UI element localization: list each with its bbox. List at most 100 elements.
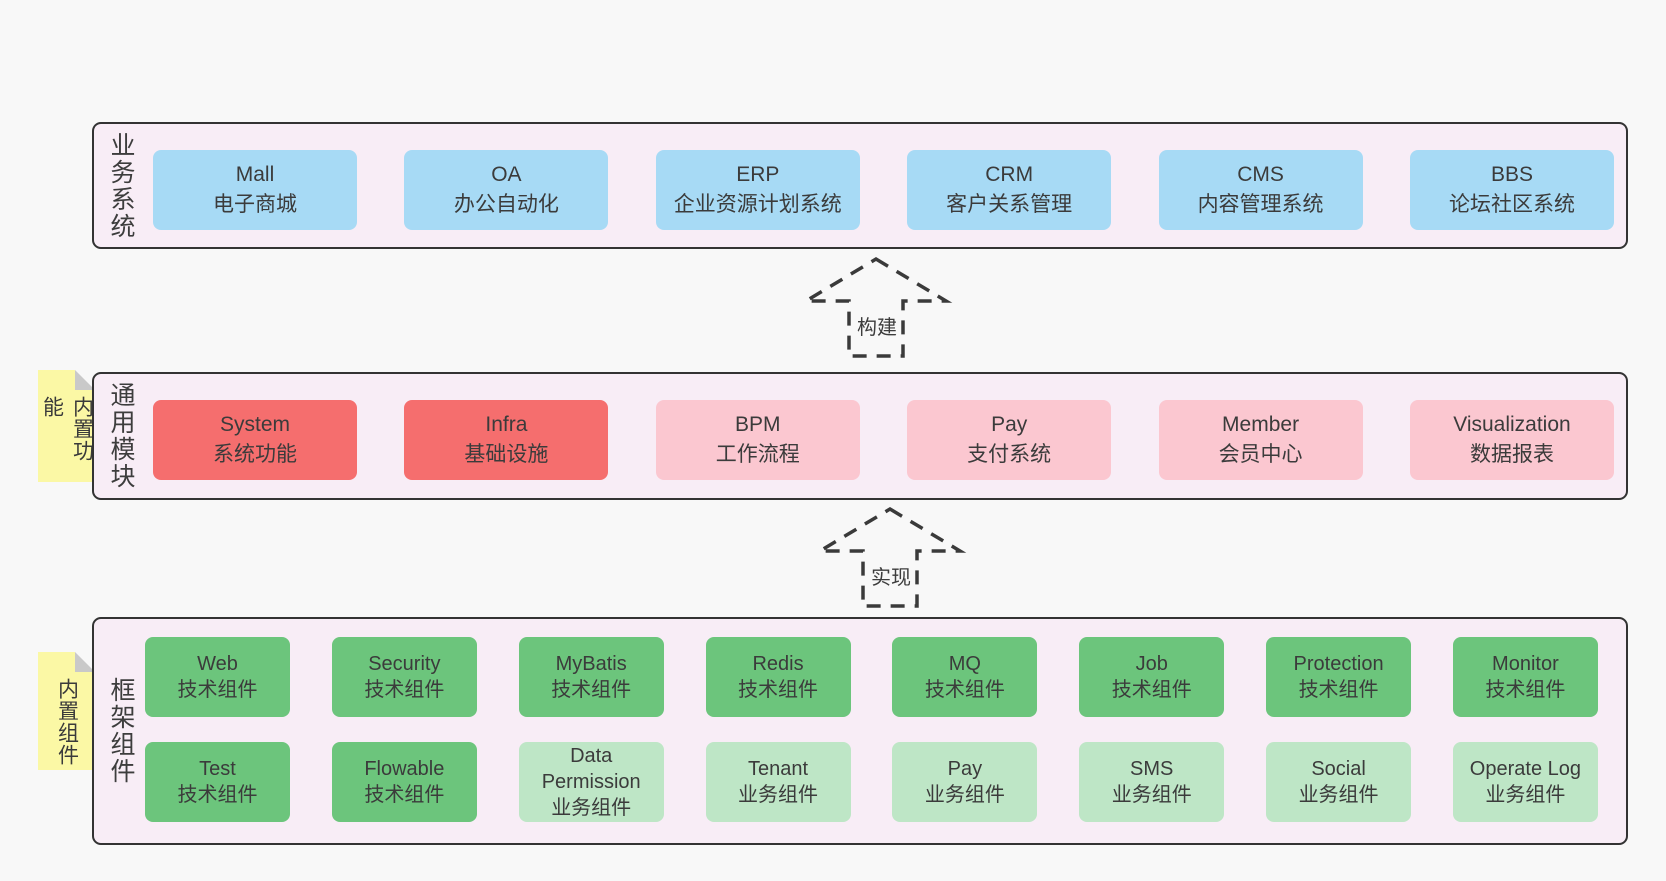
box-subtitle: 会员中心	[1218, 443, 1303, 466]
box-subtitle: 业务组件	[1485, 784, 1566, 806]
box-subtitle: 技术组件	[924, 679, 1005, 701]
box-subtitle: 内容管理系统	[1197, 193, 1324, 216]
framework-components-layer: 框架组件 Web 技术组件 Security 技术组件 MyBatis 技术组件…	[92, 617, 1628, 845]
box-title: MyBatis	[555, 653, 627, 675]
box-subtitle: 企业资源计划系统	[673, 193, 842, 216]
box-subtitle: 业务组件	[551, 797, 632, 819]
box-monitor: Monitor 技术组件	[1452, 637, 1598, 717]
box-title: System	[219, 413, 290, 436]
note-text: 内置功能	[40, 396, 94, 462]
modules-boxes-row: System 系统功能 Infra 基础设施 BPM 工作流程 Pay 支付系统…	[153, 400, 1614, 480]
box-subtitle: 业务组件	[1298, 784, 1379, 806]
box-title: BPM	[735, 413, 781, 436]
box-title: Operate Log	[1469, 758, 1581, 780]
box-subtitle: 系统功能	[213, 443, 297, 466]
box-social: Social 业务组件	[1266, 742, 1412, 822]
box-visualization: Visualization 数据报表	[1409, 400, 1614, 480]
builtin-components-note: 内置组件	[38, 652, 95, 770]
box-pay-module: Pay 支付系统	[907, 400, 1112, 480]
box-title: Pay	[947, 758, 983, 780]
box-subtitle: 论坛社区系统	[1448, 193, 1575, 216]
box-title: ERP	[736, 163, 780, 186]
box-redis: Redis 技术组件	[705, 637, 851, 717]
box-bbs: BBS 论坛社区系统	[1409, 150, 1614, 230]
box-mq: MQ 技术组件	[892, 637, 1038, 717]
box-subtitle: 工作流程	[715, 443, 800, 466]
layer-label-components: 框架组件	[107, 677, 135, 785]
box-title: Data Permission	[541, 745, 641, 793]
box-title: Redis	[752, 653, 804, 675]
box-title: Social	[1311, 758, 1366, 780]
box-mall: Mall 电子商城	[153, 150, 357, 230]
box-title: CMS	[1237, 163, 1284, 186]
box-title: Infra	[485, 413, 528, 436]
implement-arrow-label: 实现	[867, 561, 915, 590]
box-title: Tenant	[748, 758, 809, 780]
box-subtitle: 数据报表	[1469, 443, 1554, 466]
box-crm: CRM 客户关系管理	[907, 150, 1112, 230]
box-title: Mall	[235, 163, 275, 186]
box-title: Job	[1135, 653, 1168, 675]
box-subtitle: 技术组件	[738, 679, 819, 701]
box-flowable: Flowable 技术组件	[331, 742, 477, 822]
layer-label-business: 业务系统	[107, 131, 135, 240]
box-subtitle: 技术组件	[364, 784, 445, 806]
box-subtitle: 支付系统	[967, 443, 1052, 466]
box-subtitle: 业务组件	[738, 784, 819, 806]
box-title: Visualization	[1453, 413, 1571, 436]
box-subtitle: 技术组件	[177, 784, 258, 806]
build-arrow-icon	[798, 256, 954, 365]
box-title: Web	[197, 653, 238, 675]
box-title: Flowable	[364, 758, 445, 780]
box-title: OA	[491, 163, 522, 186]
box-subtitle: 技术组件	[1298, 679, 1379, 701]
box-title: MQ	[948, 653, 981, 675]
build-arrow-label: 构建	[853, 311, 901, 340]
box-title: SMS	[1130, 758, 1174, 780]
box-operate-log: Operate Log 业务组件	[1452, 742, 1598, 822]
components-row-2: Test 技术组件 Flowable 技术组件 Data Permission …	[145, 742, 1598, 822]
box-sms: SMS 业务组件	[1079, 742, 1225, 822]
box-subtitle: 客户关系管理	[946, 193, 1073, 216]
box-subtitle: 技术组件	[177, 679, 258, 701]
box-test: Test 技术组件	[145, 742, 290, 822]
box-tenant: Tenant 业务组件	[705, 742, 851, 822]
box-title: Monitor	[1492, 653, 1559, 675]
box-title: Security	[368, 653, 441, 675]
box-pay-component: Pay 业务组件	[892, 742, 1038, 822]
box-subtitle: 技术组件	[1485, 679, 1566, 701]
box-subtitle: 电子商城	[213, 193, 297, 216]
box-oa: OA 办公自动化	[404, 150, 609, 230]
box-protection: Protection 技术组件	[1266, 637, 1412, 717]
box-subtitle: 技术组件	[1111, 679, 1192, 701]
box-mybatis: MyBatis 技术组件	[518, 637, 664, 717]
note-text: 内置组件	[55, 678, 79, 766]
implement-arrow-icon	[812, 506, 968, 615]
business-boxes-row: Mall 电子商城 OA 办公自动化 ERP 企业资源计划系统 CRM 客户关系…	[153, 150, 1614, 230]
box-job: Job 技术组件	[1079, 637, 1225, 717]
box-infra: Infra 基础设施	[404, 400, 609, 480]
common-modules-layer: 通用模块 System 系统功能 Infra 基础设施 BPM 工作流程 Pay…	[92, 372, 1628, 500]
box-subtitle: 办公自动化	[453, 193, 559, 216]
box-subtitle: 业务组件	[924, 784, 1005, 806]
box-subtitle: 基础设施	[464, 443, 549, 466]
business-systems-layer: 业务系统 Mall 电子商城 OA 办公自动化 ERP 企业资源计划系统 CRM…	[92, 122, 1628, 249]
box-web: Web 技术组件	[145, 637, 290, 717]
builtin-features-note: 内置功能	[38, 370, 95, 482]
box-title: Pay	[991, 413, 1028, 436]
box-system: System 系统功能	[153, 400, 357, 480]
layer-label-modules: 通用模块	[107, 382, 135, 490]
box-title: Test	[199, 758, 236, 780]
box-title: CRM	[985, 163, 1034, 186]
box-title: Member	[1222, 413, 1300, 436]
box-cms: CMS 内容管理系统	[1158, 150, 1363, 230]
box-member: Member 会员中心	[1158, 400, 1363, 480]
box-erp: ERP 企业资源计划系统	[655, 150, 860, 230]
box-security: Security 技术组件	[331, 637, 477, 717]
box-subtitle: 技术组件	[364, 679, 445, 701]
box-subtitle: 技术组件	[551, 679, 632, 701]
box-subtitle: 业务组件	[1111, 784, 1192, 806]
components-row-1: Web 技术组件 Security 技术组件 MyBatis 技术组件 Redi…	[145, 637, 1598, 717]
box-data-permission: Data Permission 业务组件	[518, 742, 664, 822]
box-title: Protection	[1293, 653, 1384, 675]
